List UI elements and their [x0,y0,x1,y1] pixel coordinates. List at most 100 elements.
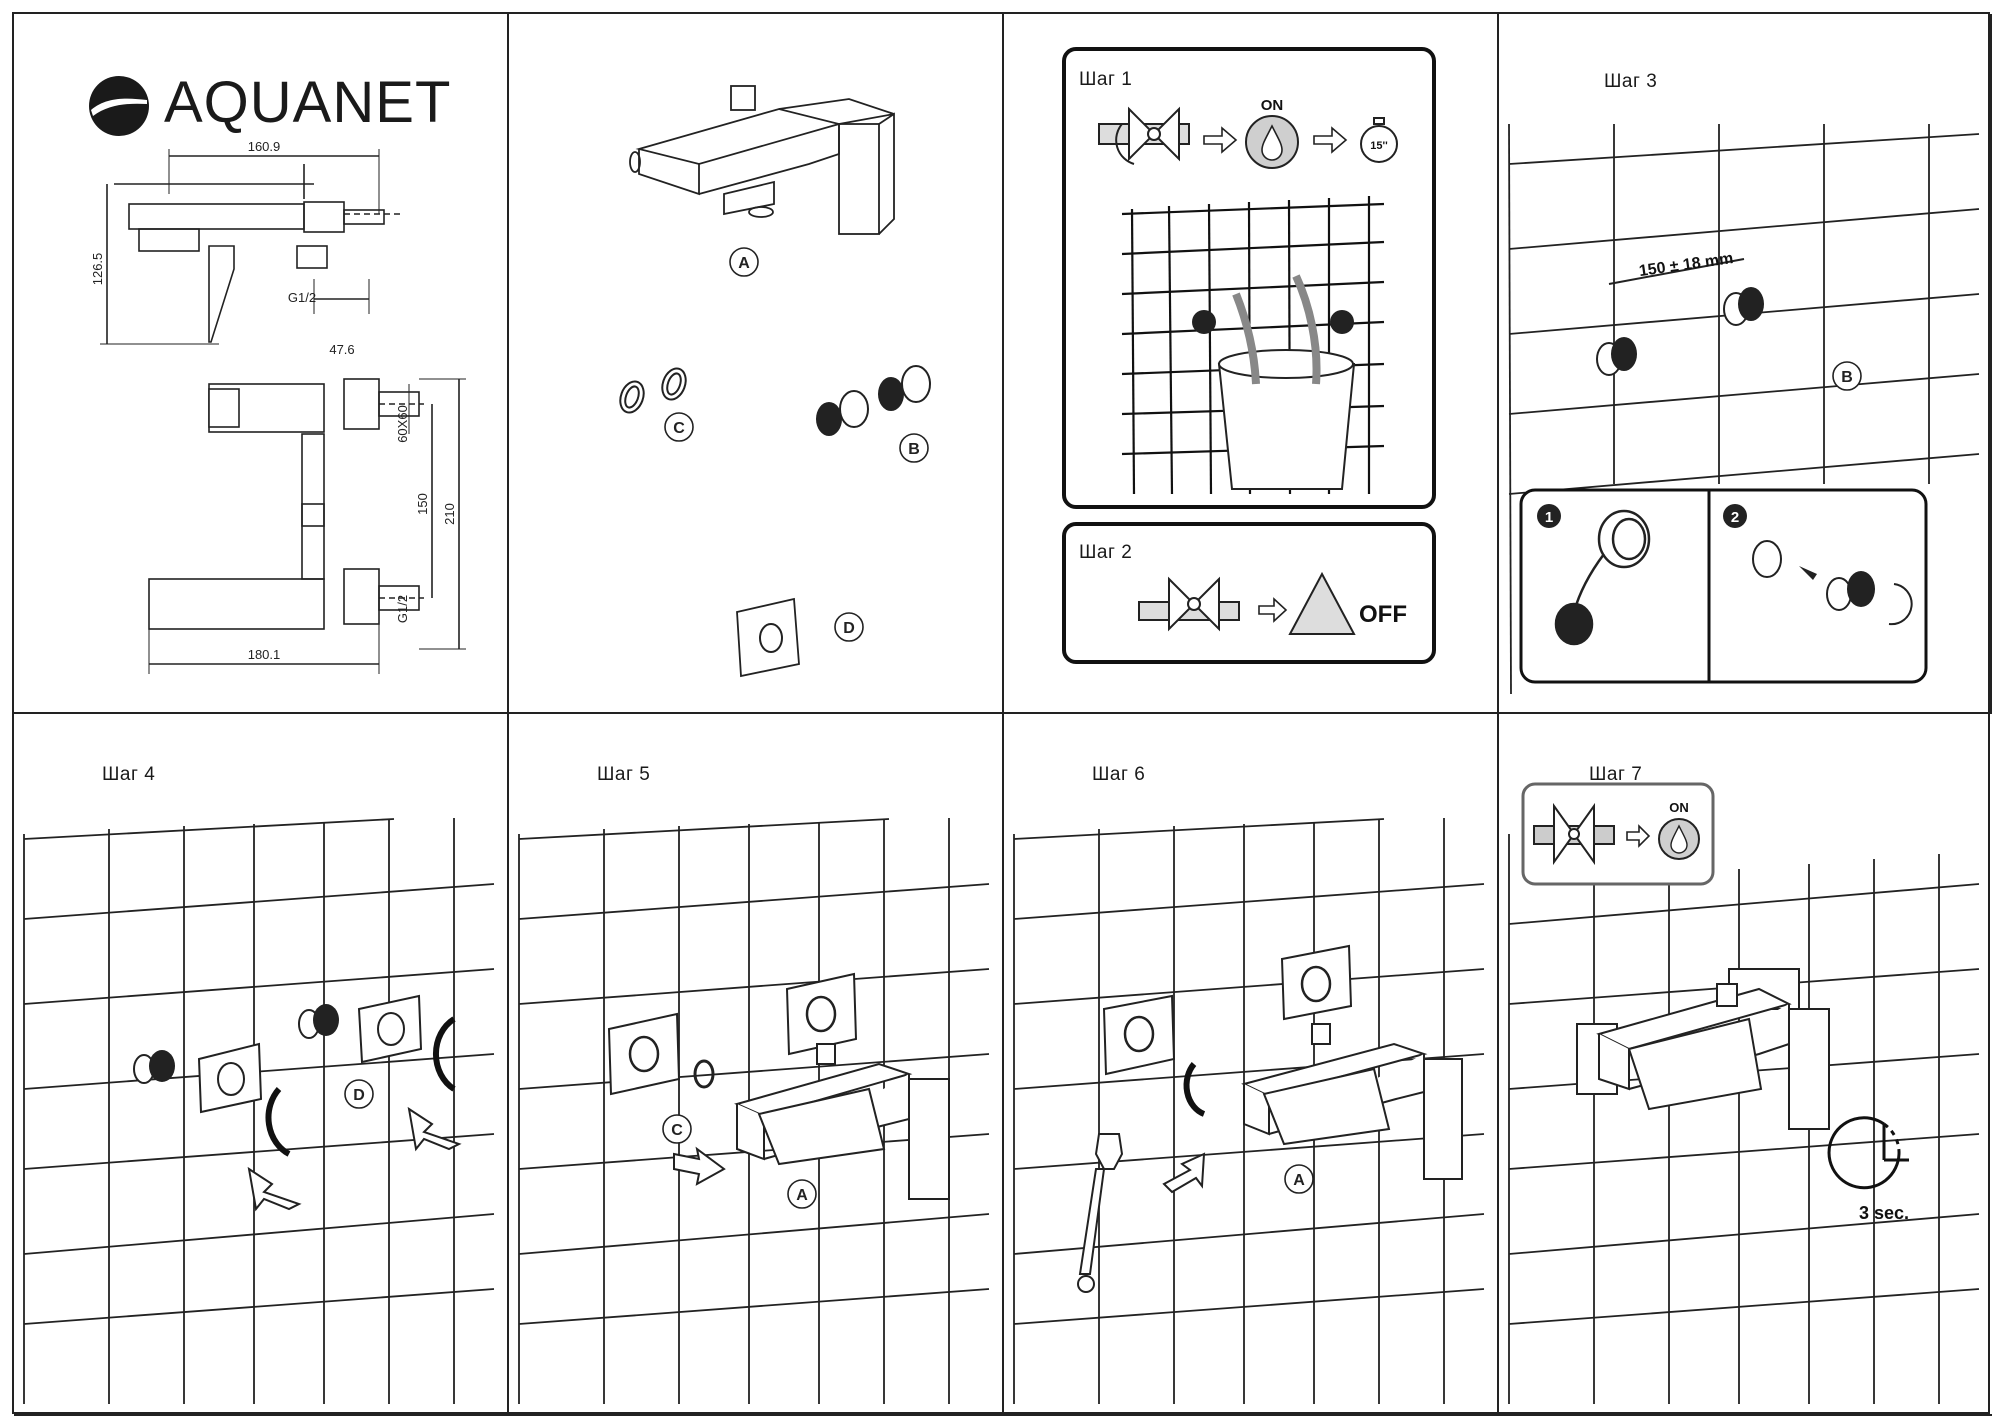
panel-step-6: A Шаг 6 [1004,714,1499,1416]
panel-step-1-2: ON 15'' [1004,14,1499,714]
detail-number-1 [1537,504,1561,528]
wall-grid [1508,834,1980,1404]
technical-drawing: 160.9 126.5 G1/2 47.6 60X60 150 210 G1/2… [90,139,466,674]
hot-water-icon [1192,310,1216,334]
faucet-body-a [629,85,895,235]
timer-icon [1360,117,1398,163]
eccentrics-b [816,365,931,436]
badge-b: B [1832,361,1862,391]
badge-a: A [729,247,759,277]
step-2-off-label: OFF [1359,601,1407,628]
badge-c: C [664,412,694,442]
step-1-box [1062,47,1436,509]
instruction-sheet: AQUANET [12,12,1992,1416]
brand-name: AQUANET [164,70,452,135]
dim-depth: 47.6 [329,342,354,357]
badge-b: B [899,433,929,463]
svg-text:B: B [908,441,920,458]
step-1-timer: 15'' [1370,140,1388,152]
dim-thread-bottom: G1/2 [395,595,410,623]
svg-text:D: D [843,620,855,637]
bucket-icon [1217,274,1356,490]
detail-number-2 [1723,504,1747,528]
panel-dimensions: AQUANET [14,14,509,714]
faucet-body-a [734,1043,950,1200]
brand-logo-icon [89,76,149,136]
warning-icon [1288,571,1356,635]
faucet-body-a [1241,1023,1463,1180]
clock-icon [1827,1116,1909,1190]
step-7-wait-label: 3 sec. [1859,1203,1909,1223]
badge-c: C [662,1114,692,1144]
badge-a: A [1284,1164,1314,1194]
rotate-arrow-icon [433,1016,456,1092]
panel-parts: A C B [509,14,1004,714]
rotate-arrow-icon [1183,1062,1206,1117]
dim-total-height: 210 [442,503,457,525]
dim-height-side: 126.5 [90,253,105,286]
valve-open-icon [1098,106,1190,165]
flange-left-icon [1102,994,1176,1076]
svg-text:1: 1 [1545,509,1553,526]
flange-right-icon [1280,944,1353,1021]
dim-flange: 60X60 [395,405,410,443]
panel-step-7: ON 3 sec. Шаг 7 [1499,714,1992,1416]
badge-d: D [834,612,864,642]
svg-text:A: A [1293,1172,1305,1189]
pipe-fitting-icon [1554,509,1651,646]
svg-text:2: 2 [1731,509,1739,526]
eccentric-right-icon [1723,287,1764,326]
dim-center-distance: 150 [415,493,430,515]
step-5-title: Шаг 5 [597,764,651,785]
panel-step-3: 150 ± 18 mm B 1 2 [1499,14,1992,714]
step-3-measure: 150 ± 18 mm [1638,250,1735,280]
dim-thread-top: G1/2 [288,290,316,305]
water-on-box [1521,782,1715,886]
dim-width-top: 160.9 [248,139,281,154]
flange-d [736,597,800,678]
arrow-icon [1626,824,1651,848]
eccentric-left-icon [1596,337,1637,376]
arrow-icon [1203,126,1238,154]
detail-box [1519,488,1928,684]
gasket-assembly-icon [1752,540,1913,626]
arrow-icon [1258,597,1288,623]
svg-text:C: C [673,420,685,437]
badge-a: A [787,1179,817,1209]
step-1-on-label: ON [1261,97,1284,114]
flange-right-icon [357,994,423,1064]
faucet-assembled-icon [1576,968,1830,1130]
dim-width-bottom: 180.1 [248,647,281,662]
flange-left-icon [197,1042,263,1114]
arrow-icon [1313,126,1348,154]
svg-text:C: C [671,1122,683,1139]
gasket-icon [693,1059,715,1089]
wall-grid [1013,818,1485,1404]
rotate-arrow-icon [265,1087,291,1157]
push-arrow-icon [1162,1152,1206,1194]
eccentric-left-icon [133,1050,175,1084]
push-arrow-icon [247,1166,302,1212]
badge-d: D [344,1079,374,1109]
gaskets-c [619,367,687,414]
water-on-icon [1658,818,1700,860]
step-7-title: Шаг 7 [1589,764,1643,785]
measure-line [1608,258,1745,285]
wall-grid [23,818,495,1404]
step-4-title: Шаг 4 [102,764,156,785]
water-on-icon [1245,115,1299,169]
step-2-title: Шаг 2 [1079,542,1133,563]
push-arrow-icon [673,1146,726,1186]
cold-water-icon [1330,310,1354,334]
flange-left-icon [607,1012,681,1096]
flange-right-icon [785,972,858,1056]
svg-text:A: A [738,255,750,272]
svg-text:B: B [1841,369,1853,386]
push-arrow-icon [407,1106,462,1152]
svg-text:D: D [353,1087,365,1104]
wrench-icon [1077,1133,1124,1293]
valve-close-icon [1138,576,1240,632]
valve-open-icon [1533,802,1615,866]
svg-text:A: A [796,1187,808,1204]
step-7-on-label: ON [1669,800,1689,815]
